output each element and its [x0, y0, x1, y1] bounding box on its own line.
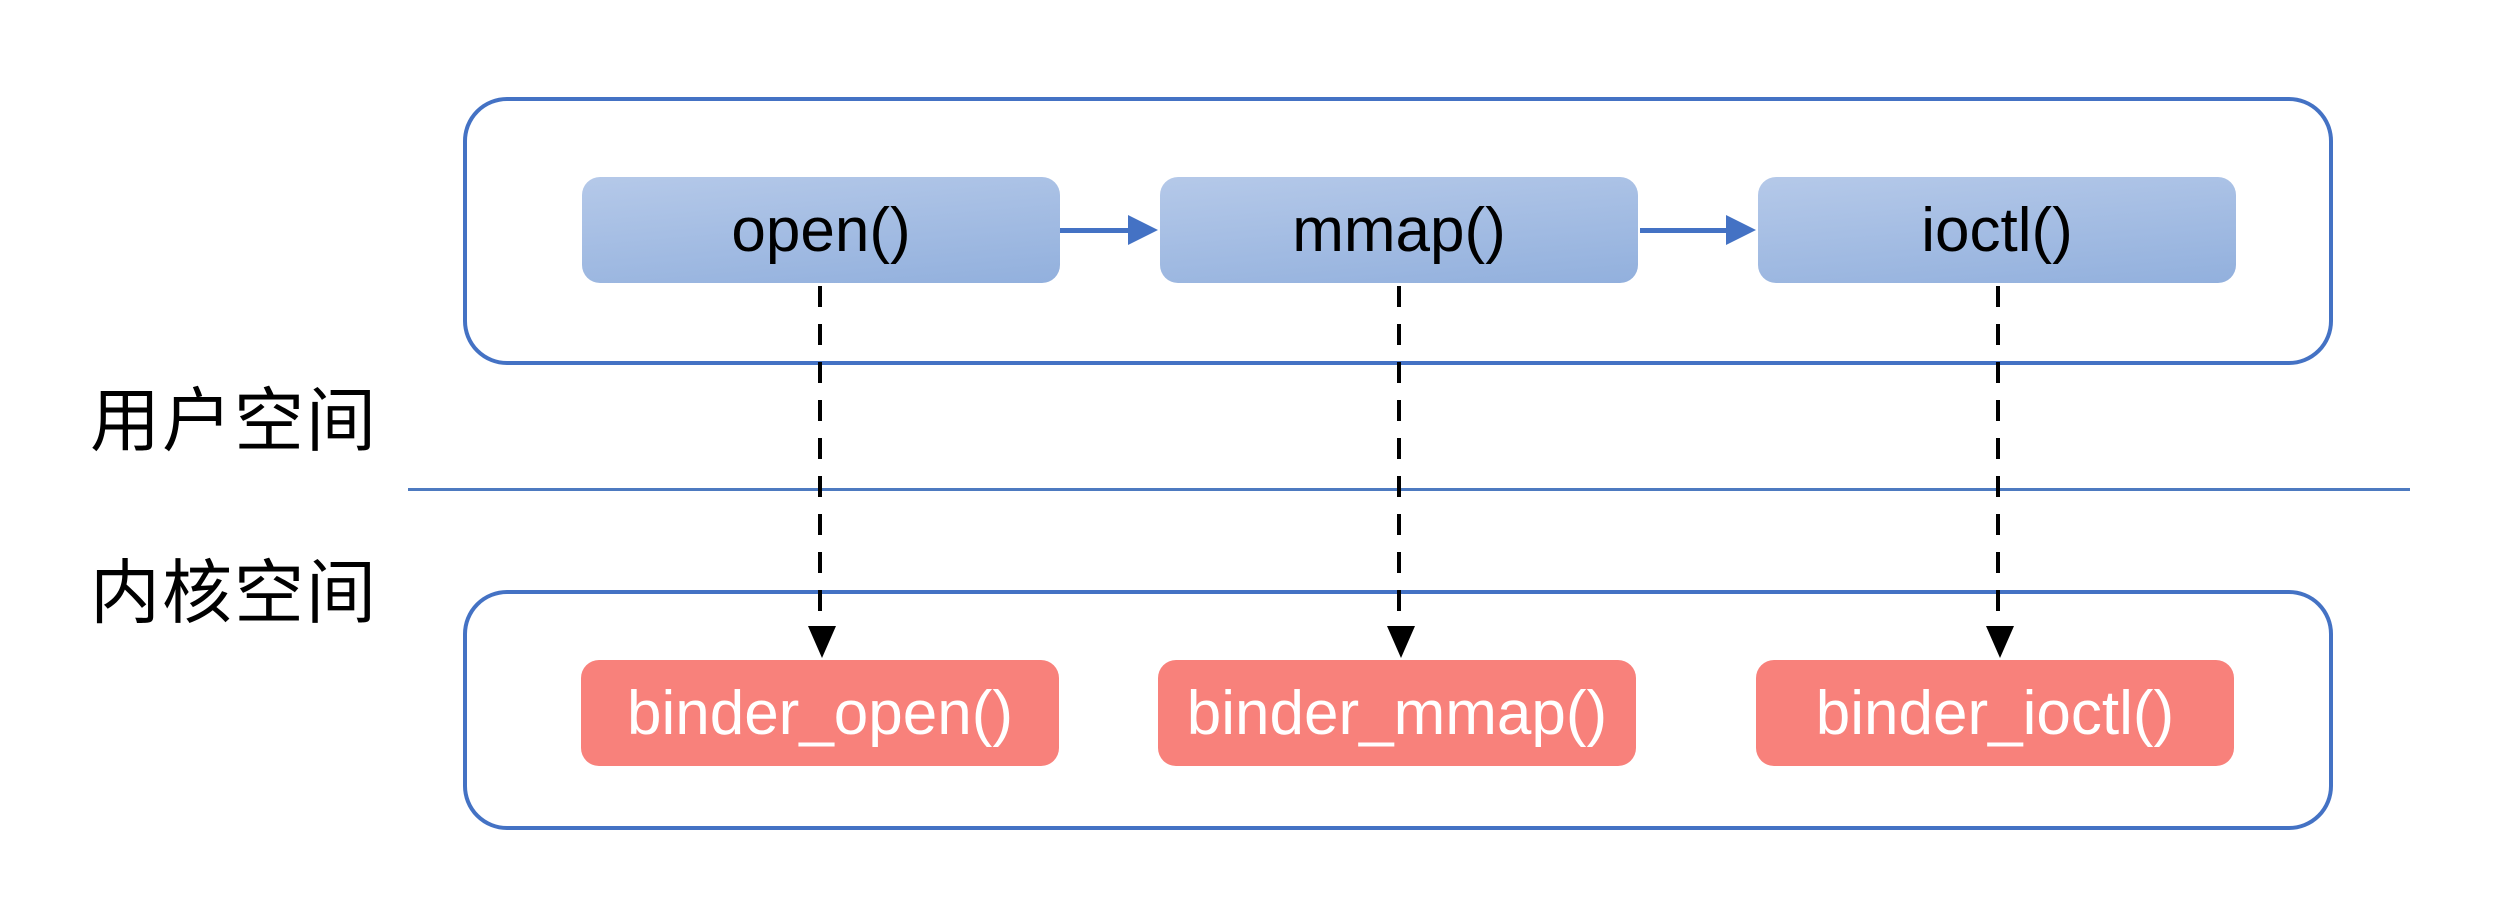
kernel-space-label: 内核空间: [90, 554, 378, 632]
open-box: open(): [582, 177, 1060, 283]
arrow-shaft: [1060, 228, 1130, 233]
dashed-arrow-head-ioctl: [1986, 626, 2014, 658]
mmap-box: mmap(): [1160, 177, 1638, 283]
dashed-arrow-head-open: [808, 626, 836, 658]
user-space-label: 用户空间: [90, 382, 378, 460]
dashed-arrow-down-icon-mmap: [1397, 286, 1401, 628]
arrow-shaft: [1640, 228, 1728, 233]
binder-open-box: binder_open(): [581, 660, 1059, 766]
ioctl-box: ioctl(): [1758, 177, 2236, 283]
dashed-arrow-down-icon-open: [818, 286, 822, 628]
dashed-arrow-head-mmap: [1387, 626, 1415, 658]
user-kernel-divider-line: [408, 488, 2410, 491]
dashed-arrow-down-icon-ioctl: [1996, 286, 2000, 628]
arrow-head: [1726, 215, 1756, 245]
binder-mmap-box: binder_mmap(): [1158, 660, 1636, 766]
binder-ioctl-box: binder_ioctl(): [1756, 660, 2234, 766]
arrow-head: [1128, 215, 1158, 245]
